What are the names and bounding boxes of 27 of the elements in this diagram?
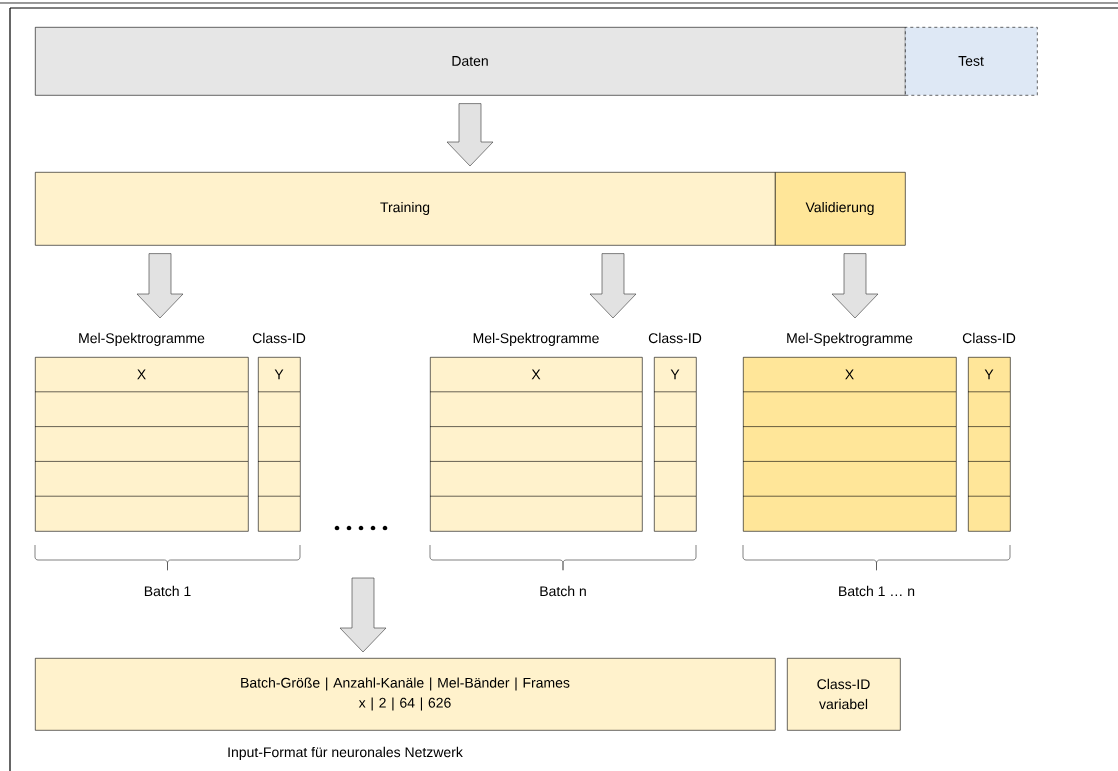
block-arrow: [831, 253, 879, 319]
data-table: Mel-Spektrogramme X: [34, 332, 249, 532]
node-label: Mel-Spektrogramme: [473, 332, 599, 346]
block-arrow: [339, 577, 387, 653]
batch-label: Batch n: [540, 585, 586, 597]
node-label: Class-ID: [648, 332, 702, 344]
format-box: Class-ID variabel: [787, 658, 901, 731]
block-arrow: [446, 103, 494, 167]
data-table: Mel-Spektrogramme X: [742, 332, 957, 532]
batch-label: Batch 1: [144, 585, 191, 597]
bar-segment: Training: [35, 172, 776, 246]
data-table: Mel-Spektrogramme X: [429, 332, 643, 532]
node-label: Mel-Spektrogramme: [79, 332, 205, 346]
batch-label: Batch 1 … n: [839, 585, 915, 597]
node-label: Mel-Spektrogramme: [787, 332, 913, 346]
node-label: Class-ID: [252, 332, 306, 344]
bar-segment: Validierung: [775, 172, 906, 246]
data-table: Class-ID Y: [252, 332, 306, 532]
block-arrow: [136, 253, 184, 319]
bar-segment: Daten: [35, 27, 906, 96]
bar-segment: Test: [905, 27, 1038, 96]
data-table: Class-ID Y: [648, 332, 702, 532]
format-box: Batch-Größe | Anzahl-Kanäle | Mel-Bänder | Frames x | 2 | 64 | 626: [35, 658, 776, 731]
data-table: Class-ID Y: [962, 332, 1016, 532]
block-arrow: [589, 253, 637, 319]
node-label: Class-ID: [962, 332, 1016, 344]
node-caption: Input-Format für neuronales Netzwerk: [228, 746, 463, 760]
